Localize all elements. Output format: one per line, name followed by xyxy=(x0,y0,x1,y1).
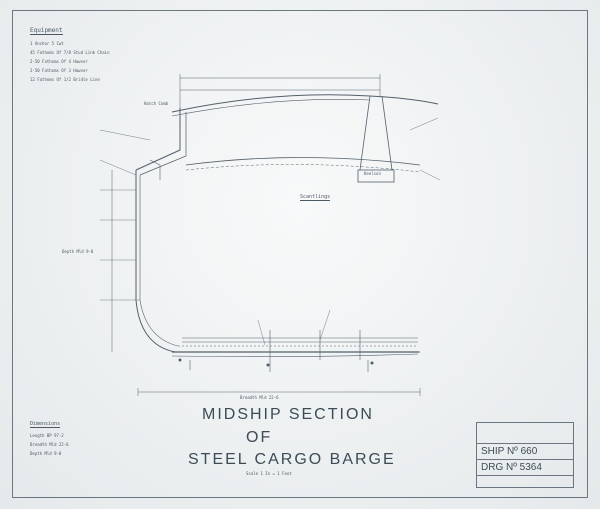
equipment-item: 1 Anchor 5 Cwt xyxy=(30,41,64,46)
keelson-box xyxy=(357,169,395,183)
title-block: SHIP Nº 660 DRG Nº 5364 xyxy=(476,422,574,488)
equipment-item: 2-50 Fathoms Of 4 Hawser xyxy=(30,59,88,64)
centre-stanchion xyxy=(359,95,393,171)
dimensions-item: Breadth Mld 22-6 xyxy=(30,442,69,447)
drawing-number: DRG Nº 5364 xyxy=(481,462,542,473)
equipment-heading: Equipment xyxy=(30,27,63,35)
title-line1: MIDSHIP SECTION xyxy=(202,406,374,423)
dimensions-item: Depth Mld 9-0 xyxy=(30,451,62,456)
equipment-item: 2-50 Fathoms Of 3 Hawser xyxy=(30,68,88,73)
deck-beam xyxy=(185,157,421,166)
scale-note: Scale 1 In = 1 Foot xyxy=(246,471,292,476)
scantlings-heading: Scantlings xyxy=(300,194,331,201)
breadth-label: Breadth Mld 22-6 xyxy=(240,395,279,400)
side-shell xyxy=(135,170,420,353)
keelson-label: Keelson xyxy=(364,171,381,176)
title-line3: STEEL CARGO BARGE xyxy=(188,451,396,468)
dimensions-item: Length BP 97-2 xyxy=(30,433,64,438)
hatch-comb-label: Hatch Comb xyxy=(144,101,169,106)
dimensions-heading: Dimensions xyxy=(30,421,61,428)
hatch-coaming xyxy=(135,108,181,171)
title-line2: OF xyxy=(246,429,273,446)
sheet-border xyxy=(12,10,588,498)
depth-label: Depth Mld 9-0 xyxy=(62,249,94,254)
hatch-cover-line xyxy=(171,94,439,113)
ship-number: SHIP Nº 660 xyxy=(481,446,538,457)
equipment-item: 12 Fathoms Of 1/2 Bridle Line xyxy=(30,77,100,82)
equipment-item: 45 Fathoms Of 7/8 Stud Link Chain xyxy=(30,50,110,55)
